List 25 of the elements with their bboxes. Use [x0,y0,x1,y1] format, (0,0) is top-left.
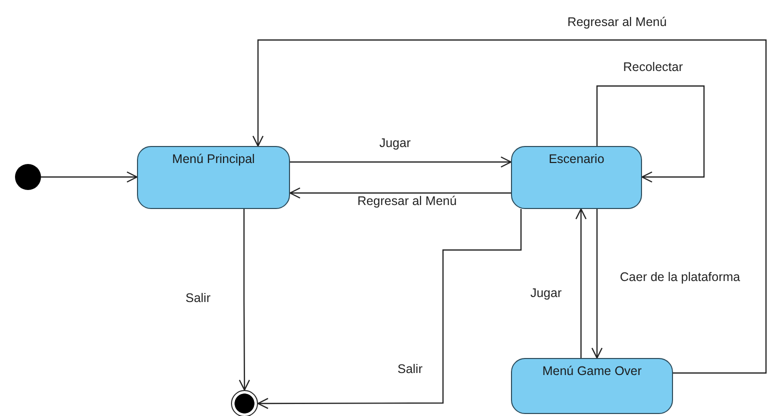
final-state [231,390,258,416]
state-box [511,146,642,209]
transition-arrow [591,209,603,359]
transition-arrow [290,156,512,168]
state-name: Menú Game Over [542,364,642,378]
edge-label: Salir [396,362,424,376]
transition-arrow [289,187,511,199]
edge-label: Jugar [377,136,413,150]
state-box [137,146,290,209]
edge-label: Regresar al Menú [355,194,459,208]
edge-label: Salir [184,291,212,305]
state-name: Escenario [548,152,604,166]
transition-arrow [596,85,705,183]
state-box [511,358,673,414]
edge-label: Recolectar [621,60,685,74]
state-name: Menú Principal [172,152,255,166]
edge-label: Caer de la plataforma [618,270,742,284]
edge-label: Jugar [528,286,564,300]
transition-arrow [252,39,767,374]
transition-arrow [257,209,522,410]
transition-arrow [575,208,587,358]
transition-arrow [238,209,250,391]
transition-arrow [41,171,138,183]
edge-label: Regresar al Menú [565,15,669,29]
initial-state [15,164,41,190]
